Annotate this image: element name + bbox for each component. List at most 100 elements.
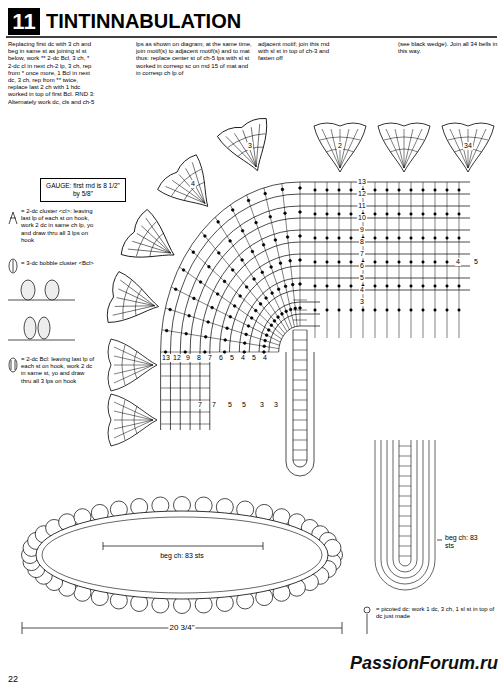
stitch-mark [410, 213, 412, 215]
stitch-mark [259, 303, 262, 306]
stitch-mark [239, 295, 242, 298]
stitch-mark [338, 261, 340, 263]
stitch-mark [174, 288, 177, 291]
mat-round [210, 242, 470, 430]
bell-stitch [404, 129, 422, 168]
bell-round [122, 345, 137, 385]
stitch-mark [263, 345, 266, 348]
round-number: 5 [241, 401, 247, 409]
stitch-mark [338, 213, 340, 215]
bell-motif [108, 339, 157, 391]
watermark: PassionForum.ru [350, 652, 498, 674]
stitch-mark [229, 240, 232, 243]
chain-stitch [399, 476, 411, 477]
chain-stitch [293, 410, 307, 411]
stitch-mark [386, 213, 388, 215]
round-number: 4 [455, 258, 461, 266]
stitch-mark [458, 237, 460, 239]
bcl-symbol [11, 360, 15, 370]
bell-stitch [234, 130, 256, 170]
round-number: 9 [359, 226, 365, 234]
stitch-mark [338, 237, 340, 239]
stitch-mark [446, 189, 448, 191]
chain-drawing [8, 340, 75, 341]
motif-number: 3 [247, 142, 253, 150]
stitch-mark [243, 351, 246, 354]
stitch-mark [350, 189, 352, 191]
bell-stitch [114, 365, 153, 383]
small-chart-round [387, 440, 423, 578]
stitch-mark [231, 269, 234, 272]
stitch-mark [434, 189, 436, 191]
stitch-mark [217, 221, 220, 224]
stitch-mark [265, 297, 268, 300]
bell-stitch [226, 130, 256, 173]
chain-stitch [293, 390, 307, 391]
bell-stitch [404, 129, 413, 168]
stitch-mark [299, 259, 302, 262]
stitch-mark [229, 315, 232, 318]
bell-stitch [115, 298, 155, 315]
stitch-column [189, 249, 283, 337]
stitch-column [411, 182, 412, 338]
stitch-mark [281, 188, 284, 191]
stitch-mark [184, 351, 187, 354]
stitch-mark [273, 320, 276, 323]
chain-stitch [399, 466, 411, 467]
legend-text: = 3-dc bobble cluster <Bcl> [21, 260, 95, 267]
stitch-mark [231, 209, 234, 212]
round-number: 5 [359, 274, 365, 282]
small-chart-round [381, 440, 429, 584]
bell-stitch [166, 174, 205, 215]
stitch-row [161, 364, 210, 365]
stitch-mark [410, 237, 412, 239]
chain-stitch [399, 446, 411, 447]
stitch-mark [164, 351, 167, 354]
bell-round [134, 220, 167, 262]
stitch-mark [274, 239, 277, 242]
stitch-mark [326, 189, 328, 191]
stitch-mark [314, 237, 316, 239]
instruction-text: (see black wedge). Join all 34 bells in … [398, 41, 498, 55]
stitch-mark [188, 314, 191, 317]
round-number: 4 [359, 286, 365, 294]
stitch-mark [314, 189, 316, 191]
stitch-mark [434, 309, 436, 311]
bell-stitch [179, 174, 205, 203]
round-number: 11 [357, 202, 366, 210]
bell-stitch [179, 168, 212, 203]
stitch-mark [374, 285, 376, 287]
chain-stitch [399, 526, 411, 527]
chain-stitch [293, 310, 307, 311]
stitch-mark [204, 351, 207, 354]
bell-outline [314, 123, 366, 172]
stitch-mark [182, 269, 185, 272]
mat-round [170, 194, 470, 430]
bell-stitch [172, 174, 205, 209]
bell-round [122, 400, 137, 440]
bell-motif [156, 153, 227, 224]
bobble-drawing [21, 280, 35, 300]
bell-stitch [404, 129, 405, 168]
stitch-mark [192, 251, 195, 254]
stitch-column [447, 182, 448, 338]
stitch-mark [314, 309, 316, 311]
stitch-mark [374, 261, 376, 263]
center-chain [293, 330, 307, 467]
stitch-mark [422, 285, 424, 287]
stitch-mark [199, 281, 202, 284]
chain-stitch [293, 360, 307, 361]
bell-outline [378, 123, 430, 172]
stitch-mark [255, 221, 258, 224]
stitch-mark [446, 213, 448, 215]
bell-round [169, 167, 209, 205]
small-chart-round [375, 440, 435, 590]
stitch-mark [326, 285, 328, 287]
stitch-mark [350, 237, 352, 239]
chain-stitch [293, 400, 307, 401]
picot-symbol [364, 607, 370, 613]
stitch-mark [245, 333, 248, 336]
chain-stitch [293, 420, 307, 421]
pattern-number: 11 [11, 8, 37, 35]
stitch-mark [422, 213, 424, 215]
